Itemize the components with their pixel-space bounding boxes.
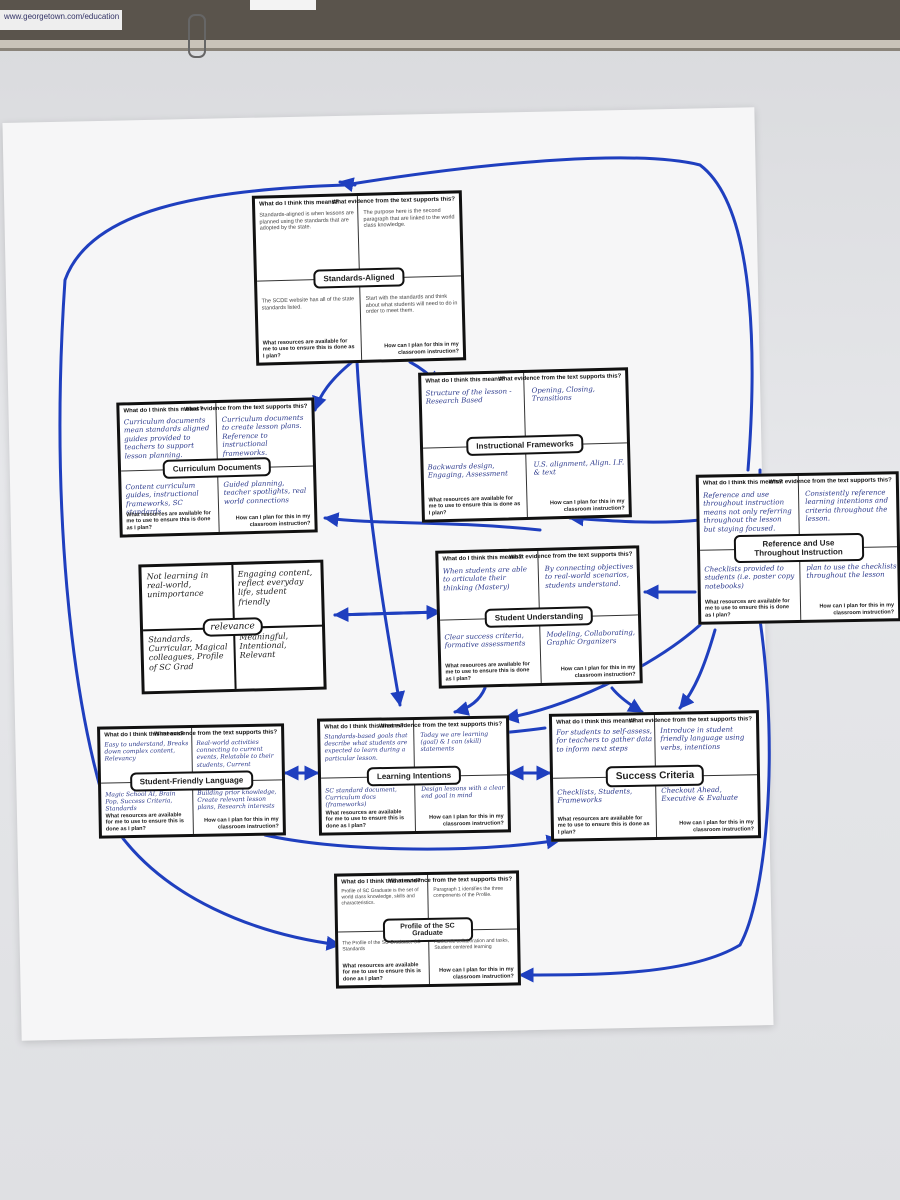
- card-evidence-text: The purpose here is the second paragraph…: [363, 207, 455, 230]
- whiteboard-tray: [0, 0, 900, 40]
- card-reference-and-use: What do I think this means? What evidenc…: [695, 471, 900, 625]
- card-title: Student Understanding: [484, 606, 594, 628]
- card-standards-aligned: What do I think this means? What evidenc…: [251, 190, 467, 366]
- prompt-plan: How can I plan for this in my classroom …: [439, 966, 514, 981]
- card-title: Reference and Use Throughout Instruction: [733, 532, 864, 564]
- url-label: www.georgetown.com/education: [0, 10, 122, 30]
- prompt-meaning: What do I think this means?: [556, 718, 636, 726]
- card-resources-text: The SCDE website has all of the state st…: [261, 296, 355, 312]
- card-meaning-text: For students to self-assess, for teacher…: [556, 727, 653, 754]
- card-student-friendly-language: What do I think this means? What evidenc…: [97, 723, 286, 839]
- card-plan-text: Design lessons with a clear end goal in …: [421, 784, 505, 801]
- prompt-plan: How can I plan for this in my classroom …: [560, 664, 636, 679]
- card-title: Learning Intentions: [366, 765, 462, 786]
- prompt-evidence: What evidence from the text supports thi…: [497, 373, 622, 383]
- card-plan-text: Start with the standards and think about…: [365, 293, 458, 316]
- prompt-resources: What resources are available for me to u…: [704, 598, 790, 619]
- prompt-plan: How can I plan for this in my classroom …: [819, 602, 895, 617]
- card-success-criteria: What do I think this means? What evidenc…: [548, 710, 762, 842]
- prompt-evidence: What evidence from the text supports thi…: [378, 721, 503, 730]
- prompt-resources: What resources are available for me to u…: [262, 338, 355, 360]
- prompt-evidence: What evidence from the text supports thi…: [153, 729, 278, 738]
- card-evidence-text: Introduce in student friendly language u…: [660, 725, 745, 752]
- card-title: Success Criteria: [605, 764, 705, 788]
- card-evidence-text: By connecting objectives to real-world s…: [544, 562, 634, 590]
- card-meaning-text: Structure of the lesson - Research Based: [425, 387, 512, 406]
- prompt-resources: What resources are available for me to u…: [428, 495, 521, 517]
- prompt-meaning: What do I think this means?: [258, 199, 339, 208]
- prompt-evidence: What evidence from the text supports thi…: [768, 477, 892, 486]
- card-plan-text: U.S. alignment, Align. I.F. & text: [533, 458, 625, 478]
- prompt-resources: What resources are available for me to u…: [325, 809, 405, 830]
- prompt-meaning: What do I think this means?: [425, 376, 506, 385]
- frayer-bottom-left: Standards, Curricular, Magical colleague…: [148, 634, 228, 672]
- frayer-top-right: Engaging content, reflect everyday life,…: [237, 567, 313, 607]
- card-meaning-text: Standards-aligned is when lessons are pl…: [259, 210, 354, 232]
- prompt-resources: What resources are available for me to u…: [445, 661, 531, 683]
- card-learning-intentions: What do I think this means? What evidenc…: [316, 715, 512, 836]
- tag-label: [250, 0, 316, 10]
- prompt-resources: What resources are available for me to u…: [557, 815, 650, 836]
- card-title: Standards-Aligned: [313, 267, 405, 289]
- card-meaning-text: When students are able to articulate the…: [442, 565, 528, 593]
- card-plan-text: Authentic collaboration and tasks, Stude…: [434, 937, 510, 951]
- card-profile-sc-graduate: What do I think this means? What evidenc…: [334, 870, 521, 989]
- card-student-understanding: What do I think this means? What evidenc…: [435, 545, 643, 689]
- prompt-resources: What resources are available for me to u…: [342, 962, 422, 983]
- prompt-evidence: What evidence from the text supports thi…: [388, 876, 513, 885]
- card-evidence-text: Real-world activities connecting to curr…: [196, 738, 274, 769]
- prompt-plan: How can I plan for this in my classroom …: [204, 816, 279, 831]
- prompt-plan: How can I plan for this in my classroom …: [429, 813, 504, 828]
- frayer-model-relevance: Not learning in real-world, unimportance…: [138, 559, 327, 695]
- card-meaning-text: Curriculum documents mean standards alig…: [123, 416, 210, 460]
- prompt-evidence: What evidence from the text supports thi…: [628, 716, 753, 725]
- magnet-clip-icon: [188, 14, 206, 58]
- card-title: Instructional Frameworks: [466, 433, 584, 457]
- whiteboard-top-frame: www.georgetown.com/education: [0, 0, 900, 58]
- card-instructional-frameworks: What do I think this means? What evidenc…: [418, 367, 632, 523]
- card-plan-text: Guided planning, teacher spotlights, rea…: [223, 479, 307, 506]
- prompt-evidence: What evidence from the text supports thi…: [331, 196, 456, 206]
- frayer-bottom-right: Meaningful, Intentional, Relevant: [239, 631, 289, 661]
- card-plan-text: Modeling, Collaborating, Graphic Organiz…: [546, 628, 636, 648]
- prompt-plan: How can I plan for this in my classroom …: [384, 341, 460, 356]
- prompt-evidence: What evidence from the text supports thi…: [184, 403, 308, 413]
- card-title: Curriculum Documents: [162, 456, 272, 479]
- card-plan-text: plan to use the checklists throughout th…: [806, 562, 897, 581]
- card-evidence-text: Today we are learning (goal) & I can (sk…: [420, 730, 489, 754]
- frayer-center-label: relevance: [202, 617, 263, 637]
- prompt-resources: What resources are available for me to u…: [105, 812, 185, 833]
- card-evidence-text: Opening, Closing, Transitions: [531, 385, 596, 404]
- prompt-plan: How can I plan for this in my classroom …: [679, 819, 754, 834]
- card-evidence-text: Curriculum documents to create lesson pl…: [221, 413, 304, 458]
- prompt-plan: How can I plan for this in my classroom …: [235, 513, 311, 528]
- prompt-evidence: What evidence from the text supports thi…: [509, 551, 633, 561]
- card-plan-text: Checkout Ahead, Executive & Evaluate: [661, 785, 739, 804]
- prompt-plan: How can I plan for this in my classroom …: [549, 498, 625, 513]
- prompt-resources: What resources are available for me to u…: [126, 510, 211, 532]
- card-curriculum-documents: What do I think this means? What evidenc…: [116, 397, 318, 538]
